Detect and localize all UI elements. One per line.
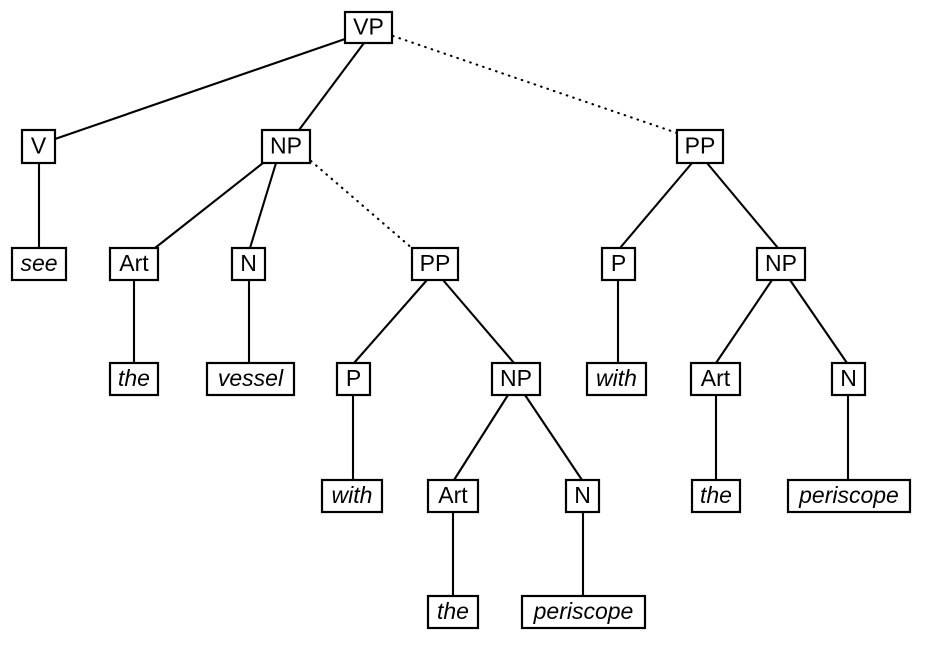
leaf-node-the2[interactable]: the [426, 594, 480, 630]
node-box-vessel [205, 361, 296, 397]
node-label-pp2: PP [685, 133, 716, 159]
node-box-the1 [108, 361, 160, 397]
tree-edge-np1-to-n1 [248, 162, 278, 249]
node-label-see: see [20, 250, 57, 276]
category-node-v[interactable]: V [20, 128, 57, 165]
node-label-vessel: vessel [218, 365, 284, 391]
tree-edge-pp1-to-np2 [442, 279, 515, 364]
node-box-pp2 [675, 128, 725, 165]
category-node-art3[interactable]: Art [689, 361, 742, 397]
node-label-np1: NP [270, 133, 302, 159]
leaf-node-with1[interactable]: with [320, 478, 384, 514]
category-node-np3[interactable]: NP [755, 246, 807, 282]
tree-edge-pp2-to-p2 [619, 162, 693, 249]
leaf-node-the3[interactable]: the [690, 478, 742, 514]
node-label-art1: Art [119, 250, 149, 276]
leaf-node-periscope1[interactable]: periscope [520, 594, 647, 630]
node-label-vp: VP [353, 14, 384, 40]
node-label-periscope2: periscope [798, 482, 899, 508]
node-label-n2: N [574, 482, 591, 508]
tree-edge-vp-to-np1 [298, 42, 365, 131]
category-node-art2[interactable]: Art [426, 478, 480, 514]
edge-layer [37, 34, 850, 596]
leaf-node-periscope2[interactable]: periscope [786, 478, 912, 514]
node-box-art1 [108, 246, 160, 282]
tree-edge-np1-to-pp1 [309, 159, 415, 251]
tree-edge-np2-to-n2 [524, 394, 583, 481]
category-node-pp2[interactable]: PP [675, 128, 725, 165]
node-box-art3 [689, 361, 742, 397]
node-label-np2: NP [500, 365, 532, 391]
node-label-art3: Art [701, 365, 731, 391]
node-box-np1 [260, 128, 312, 165]
leaf-node-see[interactable]: see [10, 246, 68, 282]
node-box-n1 [230, 246, 267, 282]
node-label-with2: with [596, 365, 637, 391]
category-node-vp[interactable]: VP [343, 10, 394, 45]
node-box-n3 [830, 361, 867, 397]
node-label-v: V [31, 133, 47, 159]
leaf-node-the1[interactable]: the [108, 361, 160, 397]
leaf-node-vessel[interactable]: vessel [205, 361, 296, 397]
tree-edge-pp2-to-np3 [706, 162, 779, 249]
node-box-periscope2 [786, 478, 912, 514]
node-label-periscope1: periscope [533, 598, 634, 624]
node-box-see [10, 246, 68, 282]
node-box-the3 [690, 478, 742, 514]
node-label-with1: with [332, 482, 373, 508]
node-label-n1: N [240, 250, 257, 276]
node-box-np3 [755, 246, 807, 282]
category-node-np2[interactable]: NP [490, 361, 542, 397]
leaf-node-with2[interactable]: with [585, 361, 648, 397]
node-box-np2 [490, 361, 542, 397]
node-label-the3: the [700, 482, 732, 508]
category-node-art1[interactable]: Art [108, 246, 160, 282]
node-box-the2 [426, 594, 480, 630]
tree-edge-pp1-to-p1 [353, 279, 428, 364]
category-node-n3[interactable]: N [830, 361, 867, 397]
node-box-periscope1 [520, 594, 647, 630]
node-box-art2 [426, 478, 480, 514]
category-node-np1[interactable]: NP [260, 128, 312, 165]
node-label-art2: Art [438, 482, 468, 508]
node-box-with2 [585, 361, 648, 397]
node-box-v [20, 128, 57, 165]
node-box-vp [343, 10, 394, 45]
node-box-with1 [320, 478, 384, 514]
category-node-p1[interactable]: P [335, 361, 372, 397]
tree-edge-np1-to-art1 [154, 162, 264, 249]
node-label-p1: P [346, 365, 361, 391]
node-box-p1 [335, 361, 372, 397]
node-box-n2 [564, 478, 601, 514]
node-label-n3: N [840, 365, 857, 391]
node-label-np3: NP [765, 250, 797, 276]
node-label-the2: the [437, 598, 469, 624]
tree-edge-vp-to-v [54, 38, 346, 140]
node-label-p2: P [611, 250, 626, 276]
node-box-pp1 [410, 246, 460, 282]
category-node-n1[interactable]: N [230, 246, 267, 282]
node-label-pp1: PP [420, 250, 451, 276]
tree-edge-np3-to-n3 [789, 279, 848, 364]
category-node-p2[interactable]: P [600, 246, 637, 282]
node-label-the1: the [118, 365, 150, 391]
category-node-pp1[interactable]: PP [410, 246, 460, 282]
tree-edge-np3-to-art3 [715, 279, 773, 364]
tree-edge-np2-to-art2 [453, 394, 509, 481]
tree-edge-vp-to-pp2 [391, 34, 679, 135]
category-node-n2[interactable]: N [564, 478, 601, 514]
node-box-p2 [600, 246, 637, 282]
